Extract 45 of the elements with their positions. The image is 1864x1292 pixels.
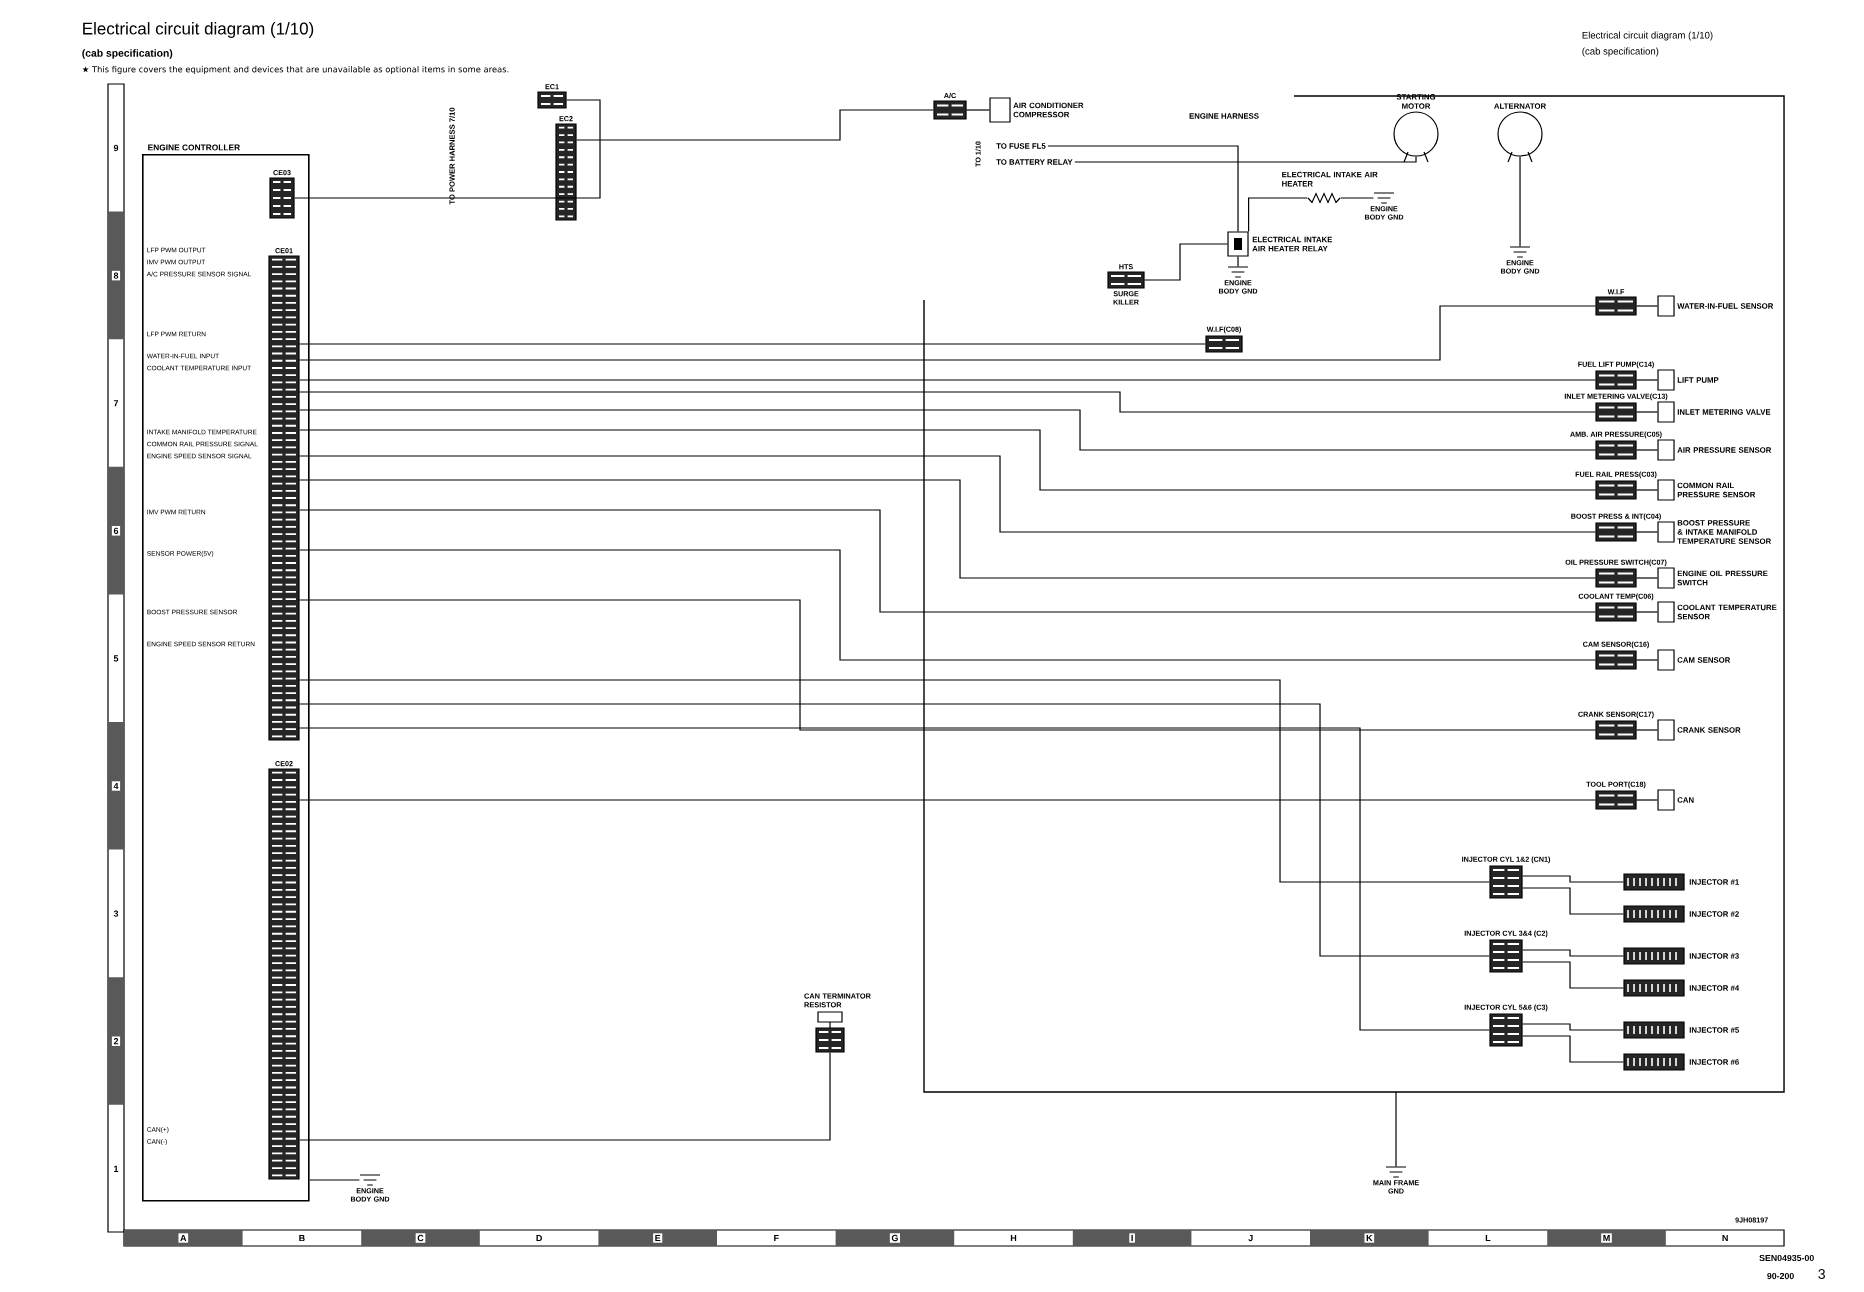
wire — [299, 727, 1490, 1031]
wire — [299, 679, 1490, 883]
wire — [299, 379, 1596, 381]
wire — [294, 99, 601, 199]
wire — [1144, 243, 1228, 281]
wire — [1636, 659, 1658, 661]
wire — [1522, 887, 1624, 915]
title: Electrical circuit diagram (1/10) — [83, 22, 314, 38]
wire — [1636, 379, 1658, 381]
wire — [1522, 961, 1624, 989]
wire — [299, 703, 1490, 957]
wire — [299, 343, 1206, 345]
wire — [1636, 411, 1658, 413]
wire — [1636, 729, 1658, 731]
wire — [309, 1179, 360, 1181]
wire — [299, 599, 1596, 731]
wire — [1636, 611, 1658, 613]
wire — [1522, 1035, 1624, 1063]
wire — [1522, 949, 1624, 957]
wire — [299, 429, 1596, 491]
wire — [1237, 256, 1239, 267]
wire — [1395, 1091, 1397, 1167]
wire — [299, 549, 1596, 661]
wire — [299, 391, 1596, 413]
wire — [299, 455, 1596, 533]
wire — [1636, 799, 1658, 801]
wire — [1248, 197, 1308, 232]
wire — [1636, 531, 1658, 533]
wire — [1636, 577, 1658, 579]
wire — [1074, 156, 1417, 163]
wire — [299, 409, 1596, 451]
wire — [1636, 449, 1658, 451]
wire — [1522, 875, 1624, 883]
wire — [1047, 145, 1239, 232]
wire — [299, 799, 1596, 801]
wire — [299, 509, 1596, 613]
wire — [299, 479, 1596, 579]
wire — [1636, 305, 1658, 307]
wire — [1340, 197, 1374, 199]
wire — [299, 1052, 831, 1141]
wire — [966, 109, 990, 111]
wire — [576, 109, 934, 141]
wire — [299, 305, 1596, 361]
wire — [1522, 1023, 1624, 1031]
wire — [1636, 489, 1658, 491]
